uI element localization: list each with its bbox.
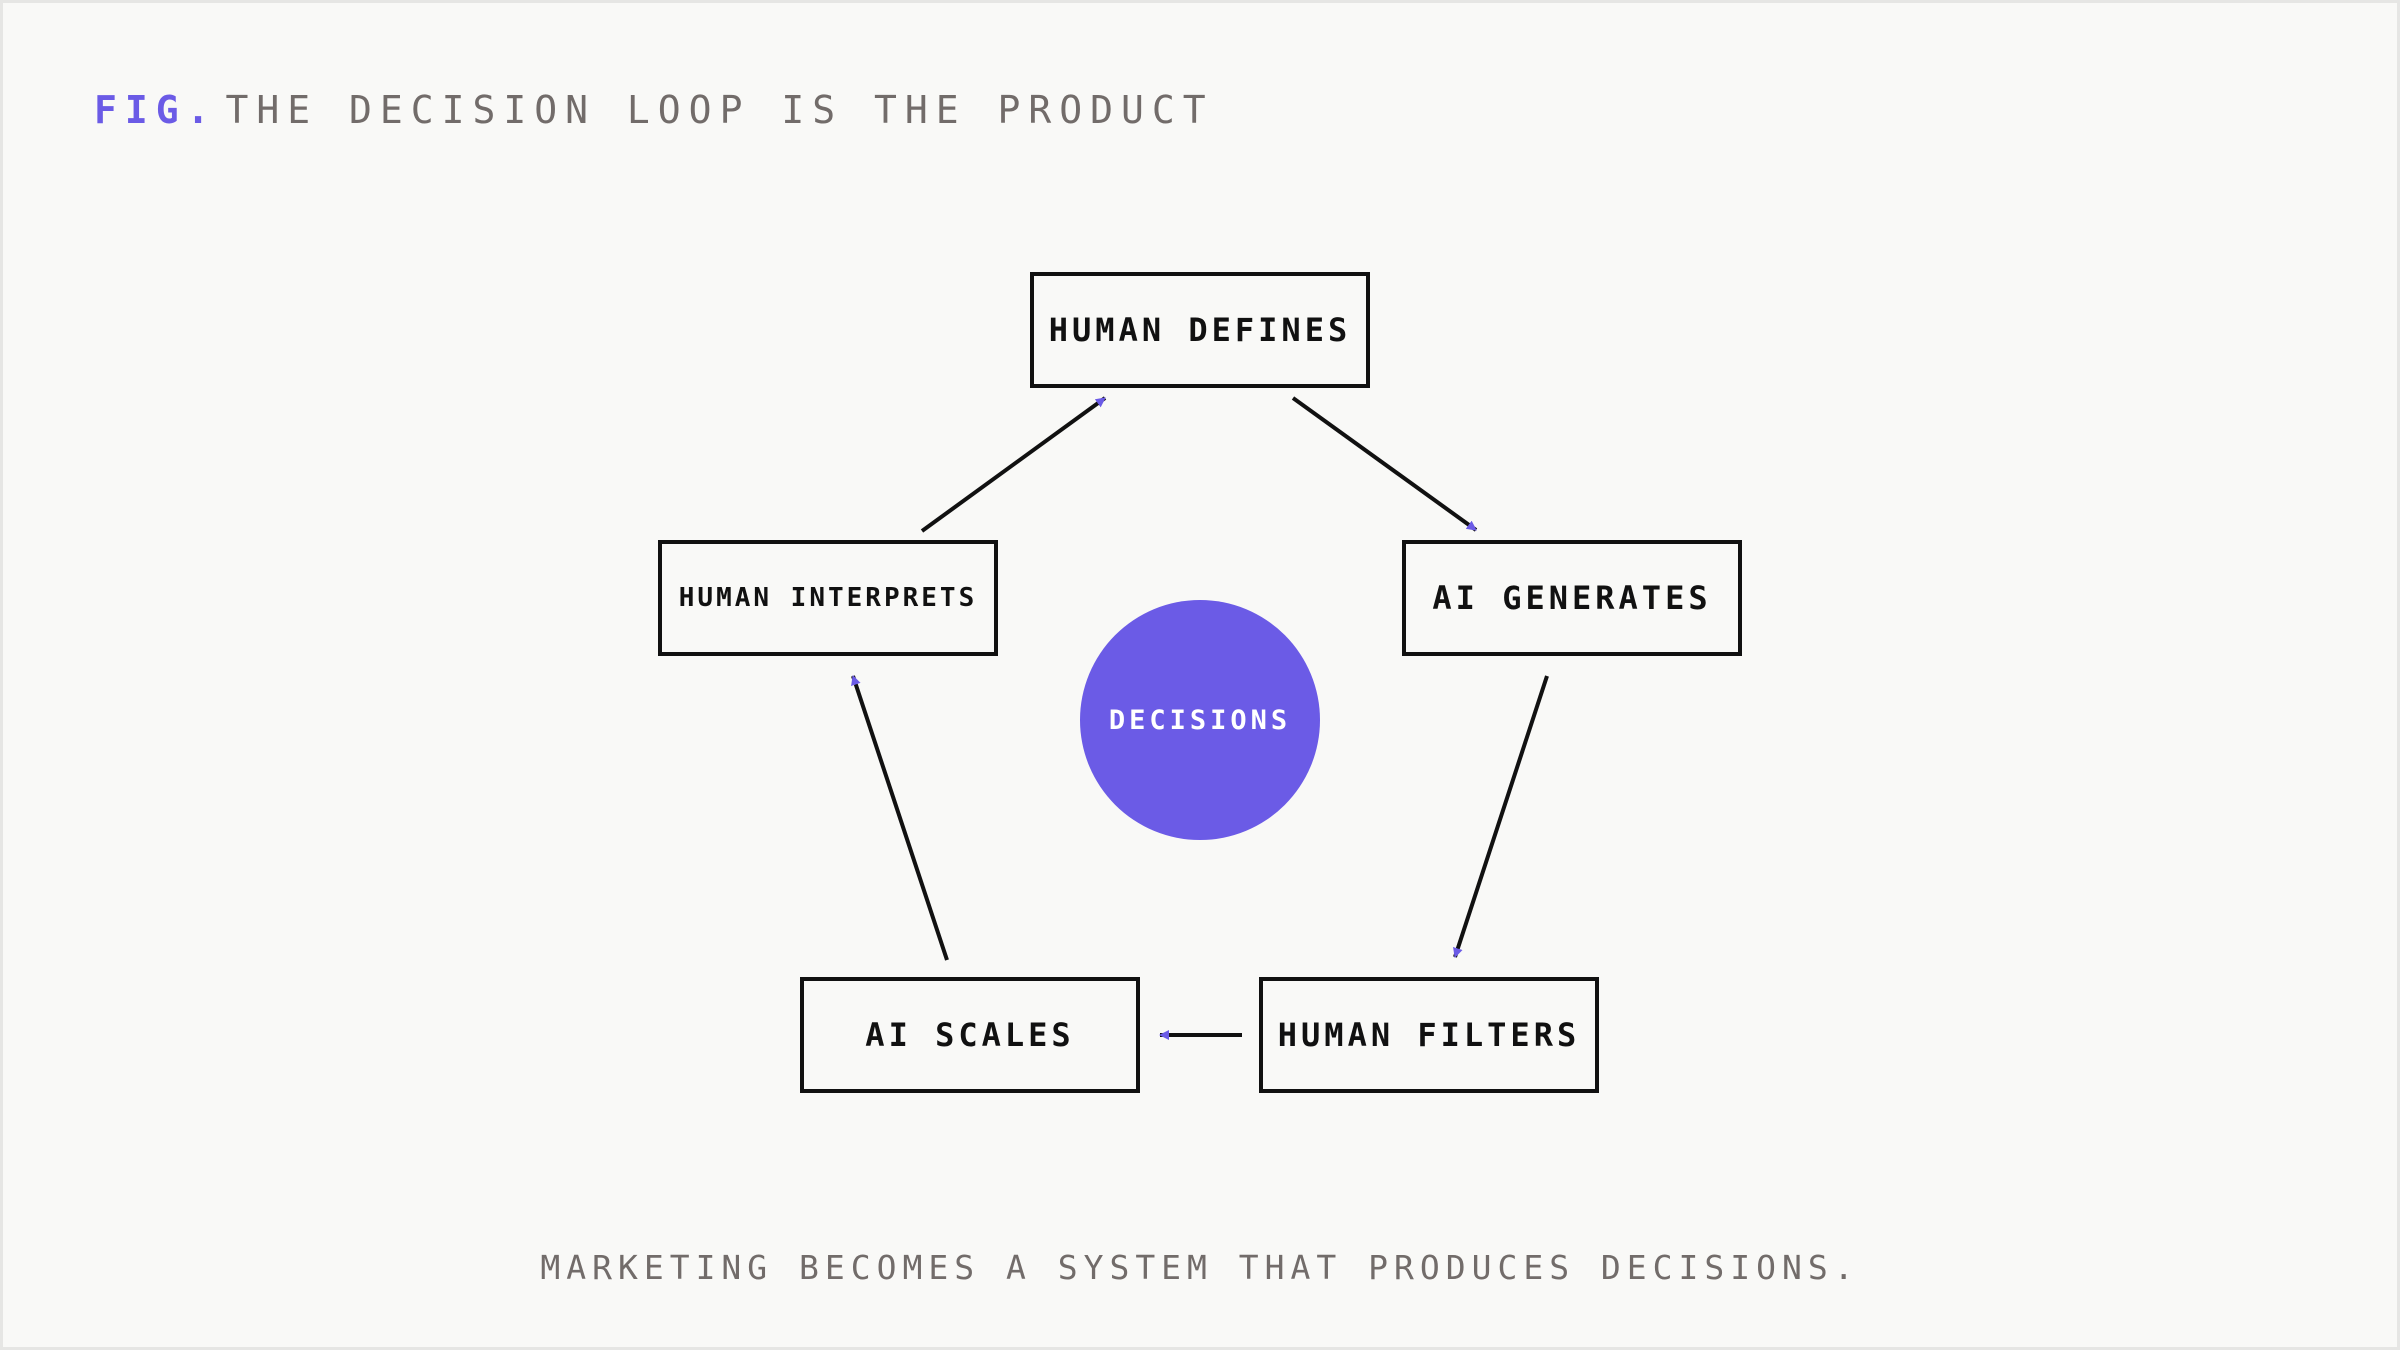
arrow-generates-to-filters: [1453, 675, 1549, 958]
node-label: HUMAN INTERPRETS: [678, 583, 978, 613]
node-ai-scales: AI SCALES: [800, 977, 1140, 1093]
node-human-interprets: HUMAN INTERPRETS: [658, 540, 998, 656]
decisions-hub: DECISIONS: [1080, 600, 1320, 840]
node-ai-generates: AI GENERATES: [1402, 540, 1742, 656]
node-label: AI SCALES: [865, 1016, 1075, 1054]
node-label: HUMAN DEFINES: [1048, 311, 1352, 349]
arrow-defines-to-generates: [1291, 396, 1478, 532]
figure-title-text: THE DECISION LOOP IS THE PRODUCT: [225, 88, 1214, 132]
node-human-filters: HUMAN FILTERS: [1259, 977, 1599, 1093]
node-label: AI GENERATES: [1432, 579, 1712, 617]
arrow-interprets-to-defines: [920, 396, 1107, 533]
hub-label: DECISIONS: [1108, 704, 1292, 736]
figure-prefix: FIG.: [94, 88, 218, 132]
node-label: HUMAN FILTERS: [1277, 1016, 1581, 1054]
arrow-scales-to-interprets: [851, 675, 949, 961]
node-human-defines: HUMAN DEFINES: [1030, 272, 1370, 388]
figure-title: FIG.THE DECISION LOOP IS THE PRODUCT: [94, 84, 1214, 136]
figure-caption: MARKETING BECOMES A SYSTEM THAT PRODUCES…: [540, 1248, 1860, 1287]
